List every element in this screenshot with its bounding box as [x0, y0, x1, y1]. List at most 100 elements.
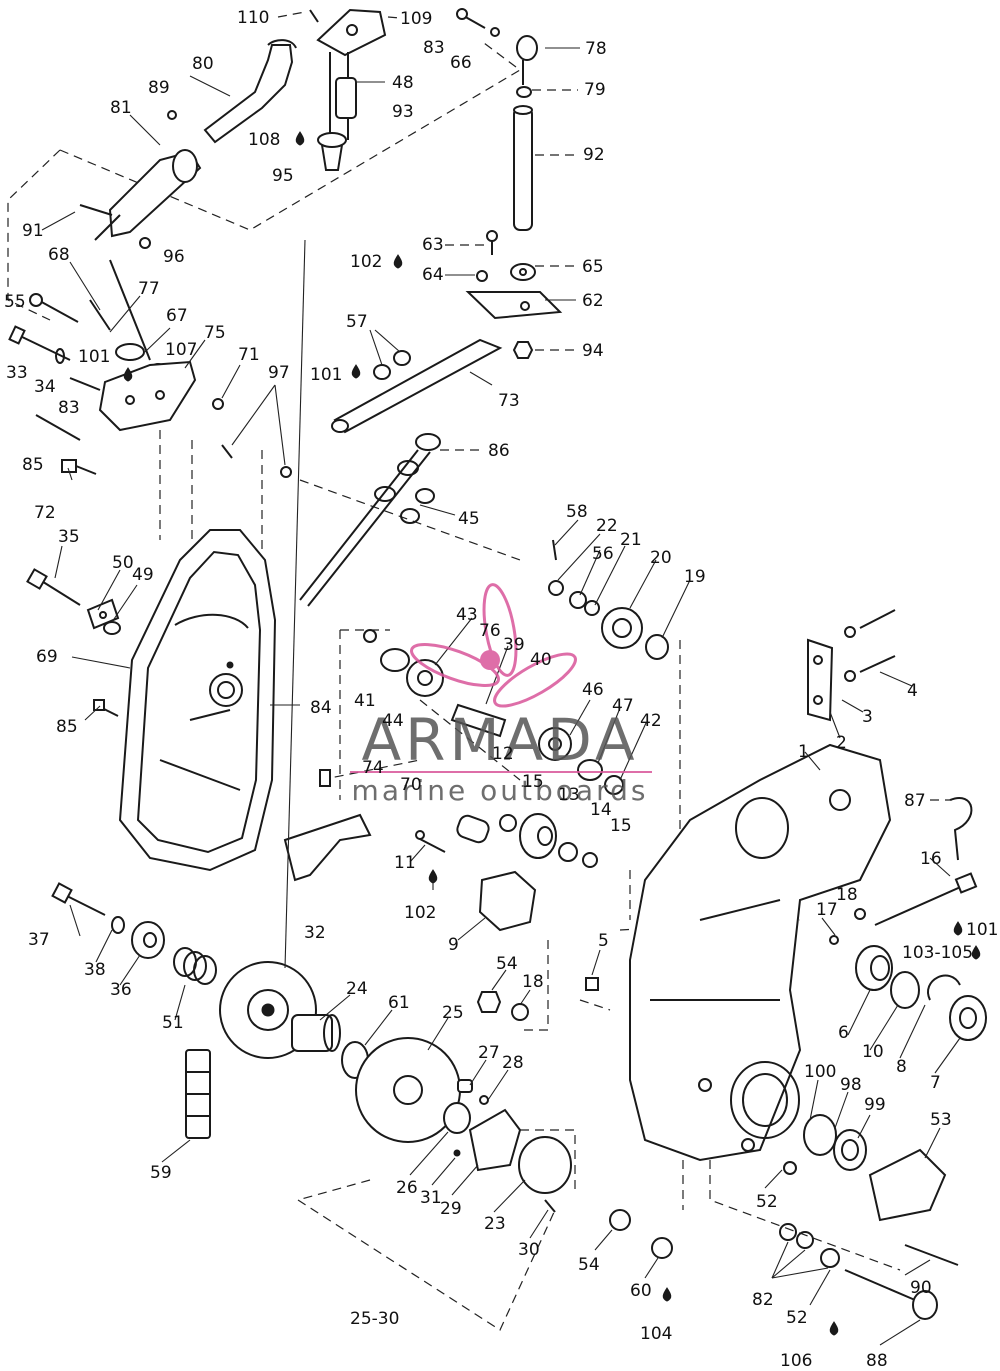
label-92: 92 [583, 145, 605, 165]
label-98: 98 [840, 1075, 862, 1095]
label-91: 91 [22, 221, 44, 241]
label-10: 10 [862, 1042, 884, 1062]
label-101: 101 [310, 365, 342, 385]
label-1: 1 [798, 742, 809, 762]
label-80: 80 [192, 54, 214, 74]
label-46: 46 [582, 680, 604, 700]
label-65: 65 [582, 257, 604, 277]
label-60: 60 [630, 1281, 652, 1301]
label-50: 50 [112, 553, 134, 573]
propeller-logo-icon [410, 583, 577, 708]
mount-bracket-2 [807, 609, 896, 722]
label-87: 87 [904, 791, 926, 811]
label-100: 100 [804, 1062, 836, 1082]
label-35: 35 [58, 527, 80, 547]
label-44: 44 [382, 711, 404, 731]
label-37: 37 [28, 930, 50, 950]
gearcase-housing-1 [629, 743, 892, 1162]
label-29: 29 [440, 1199, 462, 1219]
label-7: 7 [930, 1073, 941, 1093]
label-38: 38 [84, 960, 106, 980]
label-49: 49 [132, 565, 154, 585]
label-102: 102 [350, 252, 382, 272]
label-43: 43 [456, 605, 478, 625]
label-11: 11 [394, 853, 416, 873]
drive-sprocket-assembly [51, 882, 673, 1259]
label-108: 108 [248, 130, 280, 150]
label-102: 102 [404, 903, 436, 923]
label-89: 89 [148, 78, 170, 98]
label-45: 45 [458, 509, 480, 529]
label-99: 99 [864, 1095, 886, 1115]
label-58: 58 [566, 502, 588, 522]
label-64: 64 [422, 265, 444, 285]
label-88: 88 [866, 1351, 888, 1371]
label-76: 76 [479, 621, 501, 641]
label-72: 72 [34, 503, 56, 523]
label-39: 39 [503, 635, 525, 655]
label-55: 55 [4, 292, 26, 312]
label-28: 28 [502, 1053, 524, 1073]
watermark-tagline: marine outboards [352, 774, 649, 807]
label-51: 51 [162, 1013, 184, 1033]
label-73: 73 [498, 391, 520, 411]
label-9: 9 [448, 935, 459, 955]
label-82: 82 [752, 1290, 774, 1310]
label-2: 2 [836, 733, 847, 753]
label-101: 101 [966, 920, 998, 940]
label-109: 109 [400, 9, 432, 29]
label-77: 77 [138, 279, 160, 299]
label-42: 42 [640, 711, 662, 731]
label-107: 107 [165, 340, 197, 360]
label-24: 24 [346, 979, 368, 999]
label-33: 33 [6, 363, 28, 383]
label-36: 36 [110, 980, 132, 1000]
label-23: 23 [484, 1214, 506, 1234]
label-75: 75 [204, 323, 226, 343]
label-4: 4 [907, 681, 918, 701]
label-6: 6 [838, 1023, 849, 1043]
label-25: 25 [442, 1003, 464, 1023]
label-62: 62 [582, 291, 604, 311]
label-31: 31 [420, 1188, 442, 1208]
label-27: 27 [478, 1043, 500, 1063]
label-93: 93 [392, 102, 414, 122]
label-15: 15 [610, 816, 632, 836]
label-17: 17 [816, 900, 838, 920]
label-106: 106 [780, 1351, 812, 1371]
label-68: 68 [48, 245, 70, 265]
label-81: 81 [110, 98, 132, 118]
lubricant-drop-icons [123, 131, 981, 1336]
label-103-105: 103-105 [902, 943, 973, 963]
label-25-30: 25-30 [350, 1309, 399, 1329]
label-61: 61 [388, 993, 410, 1013]
label-26: 26 [396, 1178, 418, 1198]
label-78: 78 [585, 39, 607, 59]
part-number-labels: 110 109 83 66 78 80 48 89 79 81 93 108 9… [4, 8, 998, 1371]
label-57: 57 [346, 312, 368, 332]
label-70: 70 [400, 775, 422, 795]
label-79: 79 [584, 80, 606, 100]
label-110: 110 [237, 8, 269, 28]
label-71: 71 [238, 345, 260, 365]
shift-linkage-assembly [8, 8, 563, 478]
label-52: 52 [786, 1308, 808, 1328]
label-16: 16 [920, 849, 942, 869]
label-85: 85 [56, 717, 78, 737]
label-63: 63 [422, 235, 444, 255]
label-95: 95 [272, 166, 294, 186]
gear-train-assembly [283, 539, 669, 932]
label-94: 94 [582, 341, 604, 361]
label-32: 32 [304, 923, 326, 943]
label-52: 52 [756, 1192, 778, 1212]
label-86: 86 [488, 441, 510, 461]
label-83: 83 [423, 38, 445, 58]
label-5: 5 [598, 931, 609, 951]
label-12: 12 [492, 744, 514, 764]
label-8: 8 [896, 1057, 907, 1077]
label-66: 66 [450, 53, 472, 73]
label-47: 47 [612, 696, 634, 716]
watermark-brand: ARMADA [361, 706, 638, 774]
label-69: 69 [36, 647, 58, 667]
